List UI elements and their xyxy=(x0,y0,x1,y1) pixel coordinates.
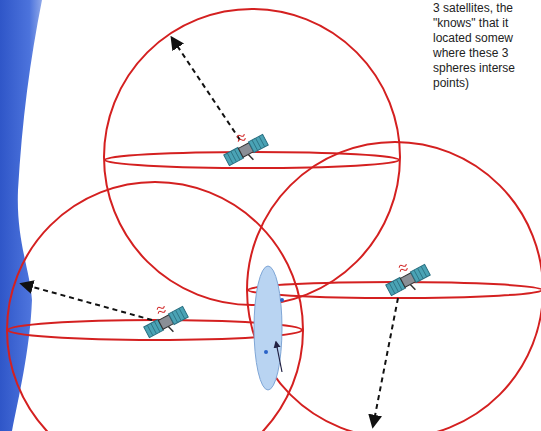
range-arrows xyxy=(22,38,398,426)
satellite xyxy=(381,255,433,301)
note-text: spheres interse xyxy=(433,61,515,75)
intersection-point xyxy=(280,298,284,302)
satellite xyxy=(219,125,271,171)
note-text: 3 satellites, the xyxy=(433,1,513,15)
note-text: points) xyxy=(433,76,469,90)
intersection-area xyxy=(254,266,282,390)
range-spheres xyxy=(7,9,541,431)
note-text: where these 3 xyxy=(433,46,508,60)
blue-band xyxy=(0,0,42,431)
note-text: "knows" that it xyxy=(433,16,508,30)
satellite xyxy=(139,297,191,343)
intersection-point xyxy=(264,350,268,354)
pointer-arrow xyxy=(276,342,282,372)
note-text: located somew xyxy=(433,31,513,45)
